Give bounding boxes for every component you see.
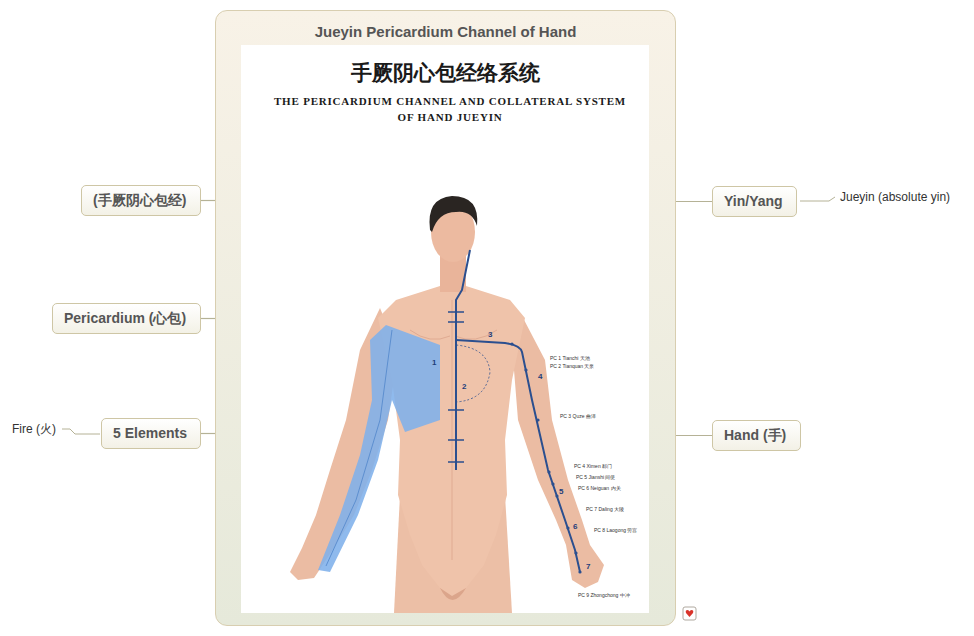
branch-connector xyxy=(676,201,712,202)
acupoint-dot xyxy=(566,526,569,529)
panel-title: Jueyin Pericardium Channel of Hand xyxy=(216,23,675,41)
hair xyxy=(429,196,477,232)
callout-number: 7 xyxy=(586,562,590,571)
topic-text: Hand (手) xyxy=(724,426,789,445)
note-icon-mark xyxy=(686,610,694,617)
callout-number: 4 xyxy=(538,372,542,381)
chest-contour xyxy=(410,330,497,339)
acupoint-dot xyxy=(536,418,539,421)
torso-midline xyxy=(452,300,453,560)
branch-connector xyxy=(201,200,215,201)
branch-connector xyxy=(201,318,215,319)
leader-line xyxy=(62,429,100,434)
channel-region-line xyxy=(326,330,392,566)
callout-number: 5 xyxy=(559,487,563,496)
acupoint-label: PC 2 Tianquan 天泉 xyxy=(550,363,594,369)
channel-region xyxy=(318,325,440,572)
callout-number: 2 xyxy=(462,382,466,391)
poster-subtitle: THE PERICARDIUM CHANNEL AND COLLATERAL S… xyxy=(267,93,633,125)
topic-box: (手厥阴心包经) xyxy=(81,185,201,216)
right-arm xyxy=(512,316,604,588)
acupoint-dot xyxy=(578,570,581,573)
topic-box: Pericardium (心包) xyxy=(52,303,201,334)
callout-number: 6 xyxy=(573,522,577,531)
channel-ticks xyxy=(448,312,464,462)
topic-box: Yin/Yang xyxy=(712,186,797,217)
acupoint-dot xyxy=(510,342,513,345)
topic-text: (手厥阴心包经) xyxy=(93,191,189,210)
acupoint-label: PC 4 Ximen 郄门 xyxy=(574,463,612,469)
branch-connector xyxy=(201,433,215,434)
acupoint-label: PC 7 Daling 大陵 xyxy=(586,506,624,512)
acupoint-label: PC 3 Quze 曲泽 xyxy=(560,413,596,419)
topic-text: Yin/Yang xyxy=(724,192,785,211)
topic-text: Pericardium (心包) xyxy=(64,309,189,328)
topic-text: 5 Elements xyxy=(113,424,189,443)
pericardium-outline xyxy=(456,345,490,402)
acupoint-label: PC 8 Laogong 劳宫 xyxy=(594,527,637,533)
acupoint-dot xyxy=(555,494,558,497)
central-topic-panel: Jueyin Pericardium Channel of Hand 手厥阴心包经… xyxy=(215,10,676,626)
acupoint-dot xyxy=(551,482,554,485)
acupoint-dot xyxy=(574,551,577,554)
topic-leaf: Jueyin (absolute yin) xyxy=(840,190,950,205)
topic-box: 5 Elements xyxy=(101,418,201,449)
acupoint-dot xyxy=(547,470,550,473)
channel-arm-line xyxy=(456,340,580,572)
acupoint-dots xyxy=(510,342,581,573)
topic-leaf: Fire (火) xyxy=(12,422,56,437)
note-icon-frame xyxy=(683,607,696,620)
channel-trunk xyxy=(456,250,470,470)
branch-connector xyxy=(676,435,712,436)
topic-box: Hand (手) xyxy=(712,420,801,451)
acupoint-label: PC 1 Tianchi 天池 xyxy=(550,355,590,361)
acupoint-label: PC 9 Zhongchong 中冲 xyxy=(578,592,630,598)
note-icon xyxy=(683,607,696,620)
poster-ground xyxy=(241,45,649,613)
callout-number: 3 xyxy=(488,330,492,339)
acupoint-label: PC 6 Neiguan 内关 xyxy=(578,485,621,491)
poster-title: 手厥阴心包经络系统 xyxy=(241,60,649,86)
callout-number: 1 xyxy=(432,358,436,367)
leader-line xyxy=(800,197,835,201)
acupoint-dot xyxy=(524,368,527,371)
acupoint-label: PC 5 Jianshi 间使 xyxy=(576,474,615,480)
